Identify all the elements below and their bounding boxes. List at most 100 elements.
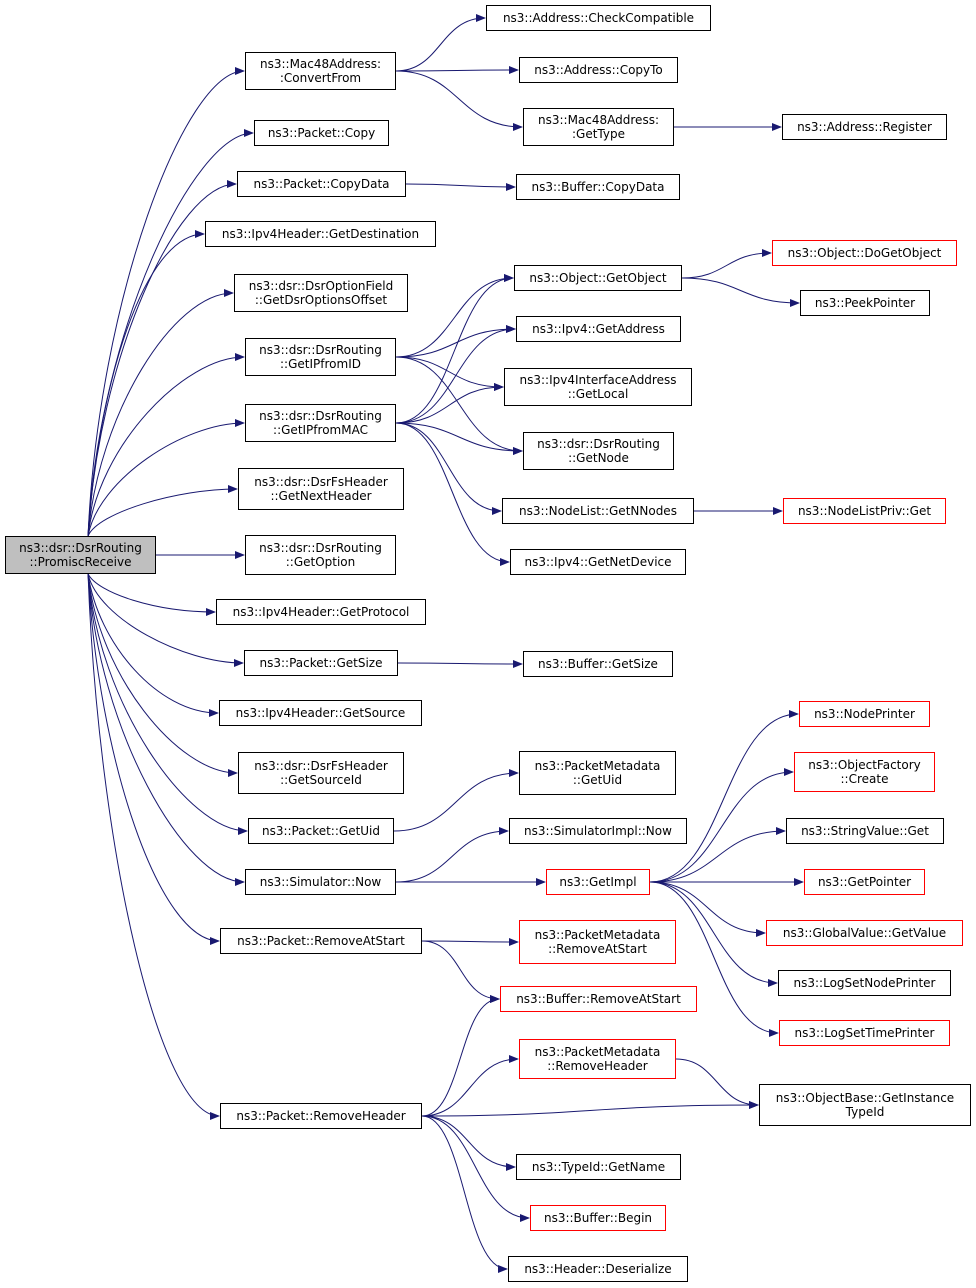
edge-sim-now-to-simimpl-now — [395, 827, 509, 883]
edge-pkt-removeheader-to-pktmeta-removeheader — [421, 1055, 519, 1117]
node-buf-copydata[interactable]: ns3::Buffer::CopyData — [516, 174, 680, 200]
node-getipfrommac[interactable]: ns3::dsr::DsrRouting::GetIPfromMAC — [245, 404, 396, 442]
node-header-deserialize[interactable]: ns3::Header::Deserialize — [508, 1256, 688, 1282]
node-buf-begin[interactable]: ns3::Buffer::Begin — [530, 1205, 666, 1231]
node-label: ::RemoveAtStart — [548, 942, 647, 956]
node-label: ns3::dsr::DsrRouting — [259, 541, 382, 555]
node-nodeprinter[interactable]: ns3::NodePrinter — [799, 701, 930, 727]
edge-getimpl-to-objfactory-create — [649, 768, 794, 883]
node-typeid-getname[interactable]: ns3::TypeId::GetName — [516, 1154, 681, 1180]
node-label: ns3::PacketMetadata — [534, 1045, 661, 1059]
node-pkt-removeatstart[interactable]: ns3::Packet::RemoveAtStart — [220, 928, 422, 954]
node-logsetnodeprinter[interactable]: ns3::LogSetNodePrinter — [778, 970, 951, 996]
edge-root-to-mac-convert — [87, 67, 245, 537]
node-pktmeta-getuid[interactable]: ns3::PacketMetadata::GetUid — [519, 751, 676, 795]
node-label: ns3::Simulator::Now — [259, 875, 382, 889]
edge-pkt-removeatstart-to-pktmeta-removeatstart — [421, 937, 519, 946]
node-ipv4h-protocol[interactable]: ns3::Ipv4Header::GetProtocol — [216, 599, 426, 625]
node-label: ns3::Ipv4InterfaceAddress — [519, 373, 677, 387]
node-label: ns3::dsr::DsrRouting — [259, 343, 382, 357]
node-dsr-getoption[interactable]: ns3::dsr::DsrRouting::GetOption — [245, 535, 396, 575]
node-root[interactable]: ns3::dsr::DsrRouting::PromiscReceive — [5, 536, 156, 574]
node-ipv4h-source[interactable]: ns3::Ipv4Header::GetSource — [219, 700, 422, 726]
node-ipv4h-dest[interactable]: ns3::Ipv4Header::GetDestination — [205, 221, 436, 247]
node-buf-removeatstart[interactable]: ns3::Buffer::RemoveAtStart — [500, 986, 697, 1012]
node-label: ns3::Packet::GetSize — [259, 656, 383, 670]
node-nodelistpriv-get[interactable]: ns3::NodeListPriv::Get — [783, 498, 946, 524]
node-label: :GetType — [572, 127, 625, 141]
node-pkt-getuid[interactable]: ns3::Packet::GetUid — [248, 818, 394, 844]
node-fs-sourceid[interactable]: ns3::dsr::DsrFsHeader::GetSourceId — [238, 752, 404, 794]
node-getimpl[interactable]: ns3::GetImpl — [546, 869, 650, 895]
node-label: ns3::Object::DoGetObject — [787, 246, 942, 260]
node-label: ::GetDsrOptionsOffset — [254, 293, 388, 307]
edge-root-to-ipv4h-source — [87, 573, 219, 717]
node-ipv4-getaddress[interactable]: ns3::Ipv4::GetAddress — [516, 316, 681, 342]
node-fs-nextheader[interactable]: ns3::dsr::DsrFsHeader::GetNextHeader — [238, 468, 404, 510]
node-stringvalue-get[interactable]: ns3::StringValue::Get — [786, 818, 944, 844]
node-label: ns3::Ipv4Header::GetProtocol — [232, 605, 410, 619]
edge-root-to-getipfrommac — [87, 419, 245, 537]
node-label: ns3::ObjectFactory — [808, 758, 921, 772]
edge-pkt-removeheader-to-buf-begin — [421, 1115, 530, 1222]
node-nodelist-getn[interactable]: ns3::NodeList::GetNNodes — [502, 498, 694, 524]
node-label: ns3::TypeId::GetName — [531, 1160, 666, 1174]
node-obj-getobject[interactable]: ns3::Object::GetObject — [514, 265, 682, 291]
edge-getipfrommac-to-ipv4-getnetdevice — [395, 422, 510, 566]
node-label: ns3::Mac48Address: — [538, 113, 659, 127]
edge-mac-convert-to-mac-gettype — [395, 70, 523, 131]
node-label: ::GetSourceId — [280, 773, 362, 787]
node-mac-convert[interactable]: ns3::Mac48Address::ConvertFrom — [245, 52, 396, 90]
node-pkt-copydata[interactable]: ns3::Packet::CopyData — [237, 171, 406, 197]
node-label: ns3::PacketMetadata — [534, 759, 661, 773]
node-pkt-removeheader[interactable]: ns3::Packet::RemoveHeader — [220, 1103, 422, 1129]
edge-getipfrommac-to-nodelist-getn — [395, 422, 502, 515]
node-dsr-getnode[interactable]: ns3::dsr::DsrRouting::GetNode — [523, 432, 674, 470]
node-ipv4if-getlocal[interactable]: ns3::Ipv4InterfaceAddress::GetLocal — [504, 368, 692, 406]
node-label: ns3::LogSetNodePrinter — [793, 976, 936, 990]
edge-getipfromid-to-ipv4if-getlocal — [395, 356, 504, 391]
node-getpointer[interactable]: ns3::GetPointer — [804, 869, 925, 895]
node-label: ns3::Packet::Copy — [267, 126, 376, 140]
node-label: ns3::Ipv4Header::GetDestination — [221, 227, 420, 241]
edge-root-to-optfield — [87, 289, 234, 537]
node-label: ns3::NodePrinter — [814, 707, 915, 721]
node-pkt-getsize[interactable]: ns3::Packet::GetSize — [244, 650, 398, 676]
node-pkt-copy[interactable]: ns3::Packet::Copy — [254, 120, 389, 146]
edge-getipfrommac-to-ipv4-getaddress — [395, 325, 516, 424]
node-label: ns3::Header::Deserialize — [524, 1262, 672, 1276]
node-label: ns3::PacketMetadata — [534, 928, 661, 942]
node-pktmeta-removeatstart[interactable]: ns3::PacketMetadata::RemoveAtStart — [519, 920, 676, 964]
edge-getipfrommac-to-ipv4if-getlocal — [395, 383, 504, 424]
node-label: TypeId — [845, 1105, 885, 1119]
node-label: ::RemoveHeader — [547, 1059, 648, 1073]
node-sim-now[interactable]: ns3::Simulator::Now — [245, 869, 396, 895]
node-buf-getsize[interactable]: ns3::Buffer::GetSize — [523, 651, 673, 677]
node-label: ns3::NodeListPriv::Get — [797, 504, 932, 518]
edge-getipfromid-to-ipv4-getaddress — [395, 325, 516, 358]
node-addr-copyto[interactable]: ns3::Address::CopyTo — [519, 57, 678, 83]
node-mac-gettype[interactable]: ns3::Mac48Address::GetType — [523, 108, 674, 146]
edge-pkt-removeatstart-to-buf-removeatstart — [421, 940, 500, 1003]
node-pktmeta-removeheader[interactable]: ns3::PacketMetadata::RemoveHeader — [519, 1039, 676, 1079]
node-peekpointer[interactable]: ns3::PeekPointer — [800, 290, 930, 316]
node-logsettimeprinter[interactable]: ns3::LogSetTimePrinter — [779, 1020, 950, 1046]
node-addr-register[interactable]: ns3::Address::Register — [782, 114, 947, 140]
edge-root-to-pkt-removeatstart — [87, 573, 220, 945]
node-optfield[interactable]: ns3::dsr::DsrOptionField::GetDsrOptionsO… — [234, 274, 408, 312]
node-ipv4-getnetdevice[interactable]: ns3::Ipv4::GetNetDevice — [510, 549, 686, 575]
node-label: ::GetIPfromMAC — [273, 423, 368, 437]
node-label: ns3::SimulatorImpl::Now — [524, 824, 672, 838]
node-getipfromid[interactable]: ns3::dsr::DsrRouting::GetIPfromID — [245, 338, 396, 376]
node-globalvalue-getvalue[interactable]: ns3::GlobalValue::GetValue — [766, 920, 963, 946]
node-obj-dogetobject[interactable]: ns3::Object::DoGetObject — [772, 240, 957, 266]
node-label: ns3::Packet::GetUid — [261, 824, 381, 838]
node-addr-check[interactable]: ns3::Address::CheckCompatible — [486, 5, 711, 31]
node-objfactory-create[interactable]: ns3::ObjectFactory::Create — [794, 752, 935, 792]
edge-mac-convert-to-addr-copyto — [395, 66, 519, 75]
edge-root-to-pkt-removeheader — [87, 573, 220, 1120]
node-simimpl-now[interactable]: ns3::SimulatorImpl::Now — [509, 818, 687, 844]
